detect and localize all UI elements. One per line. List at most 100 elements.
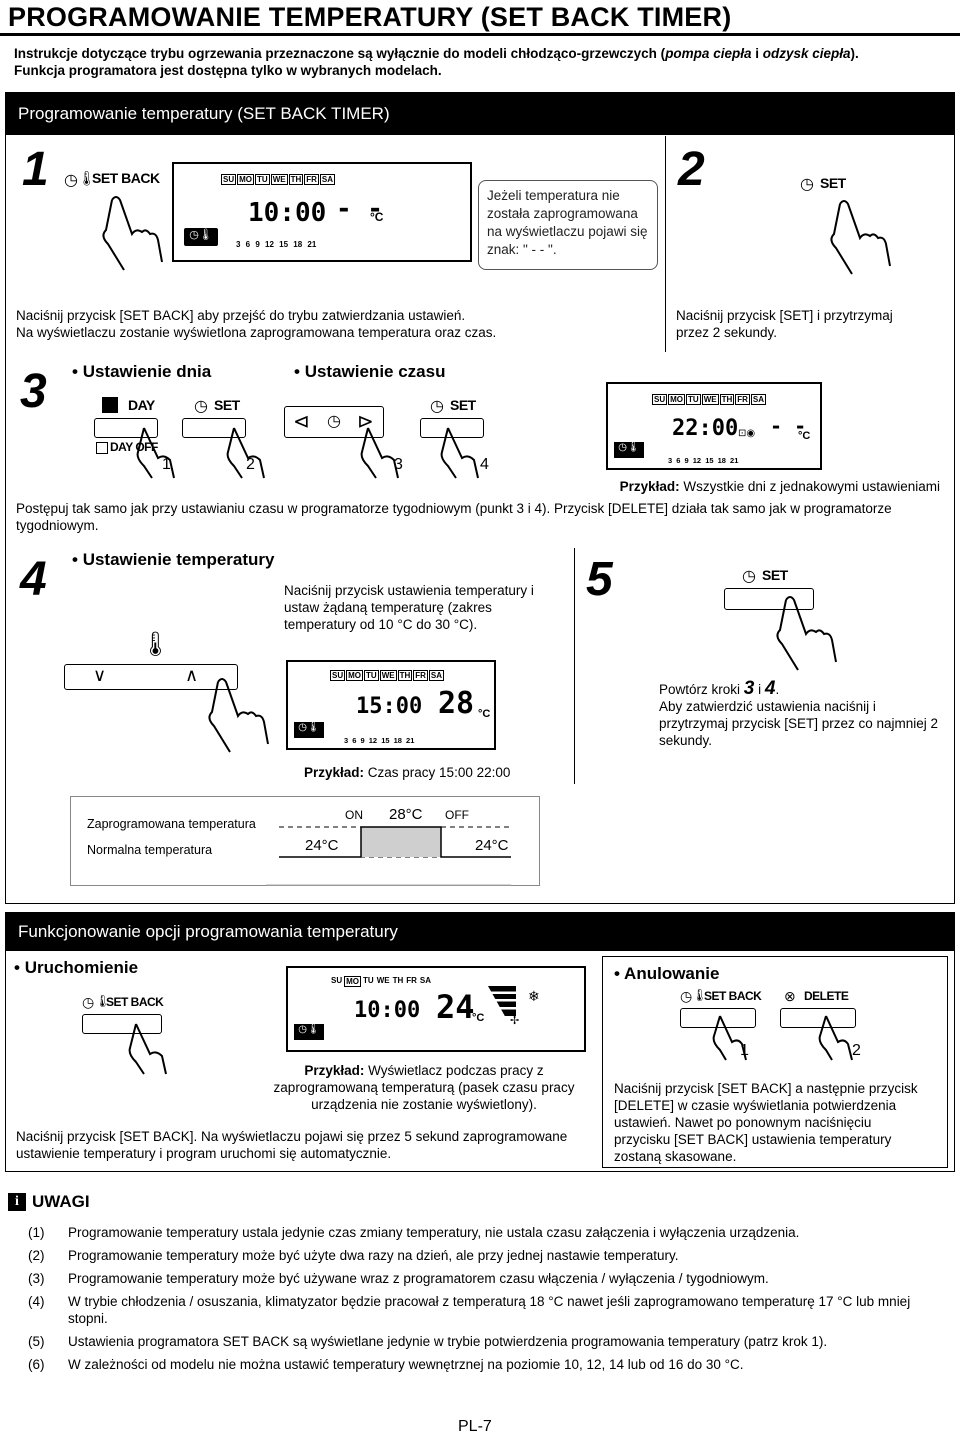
hand-icon <box>830 200 891 275</box>
finger-number-2: 2 <box>246 456 255 473</box>
step-5-text: Powtórz kroki 3 i 4. Aby zatwierdzić ust… <box>659 678 939 748</box>
lcd-scale: 3 6 9 12 15 18 21 <box>344 736 415 745</box>
normal-temp-label: Normalna temperatura <box>87 843 213 857</box>
clock-icon: ◷ <box>82 994 95 1010</box>
hand-icon <box>360 427 399 479</box>
step-5-number: 5 <box>586 553 613 606</box>
fan-icon: ✢ <box>510 1015 520 1027</box>
thermometer-icon: 🌡 <box>78 170 96 186</box>
example-3-caption: Przykład: Wszystkie dni z jednakowymi us… <box>619 479 940 494</box>
thermometer-icon: 🌡 <box>140 631 171 658</box>
setback-button-graphic[interactable]: ◷ 🌡 SET BACK <box>82 994 192 1075</box>
chevron-left-icon: ⊲ <box>293 411 310 433</box>
lcd-unit: °C <box>478 708 491 720</box>
hand-icon <box>136 427 175 479</box>
time-button-graphic[interactable]: ⊲ ◷ ⊳ ◷ SET 3 4 <box>284 394 504 484</box>
clock-icon: ◷ <box>64 172 78 189</box>
time-setting-label: • Ustawienie czasu <box>294 362 446 381</box>
cancel-box <box>602 956 948 1168</box>
day-mo: MO <box>237 174 255 185</box>
finger-number-3: 3 <box>394 456 403 473</box>
lcd-time: 22:00 <box>672 416 739 441</box>
note-item: (3)Programowanie temperatury może być uż… <box>28 1271 769 1286</box>
setback-button-graphic[interactable]: ◷ 🌡 SET BACK <box>64 168 174 271</box>
lcd-unit: °C <box>370 210 384 224</box>
clock-icon: ◷ <box>680 988 693 1004</box>
lcd-temp: 24 <box>436 988 475 1026</box>
finger-number-4: 4 <box>480 456 489 473</box>
lcd-temp: - - <box>770 414 807 438</box>
fan-bars-icon <box>488 986 516 1016</box>
section-header: Funkcjonowanie opcji programowania tempe… <box>6 913 954 951</box>
note-item: (2)Programowanie temperatury może być uż… <box>28 1248 679 1263</box>
lcd-unit: °C <box>798 430 811 442</box>
temp-profile-svg <box>266 826 511 886</box>
temp-down-button[interactable]: ∨ ∧ <box>64 664 238 690</box>
lcd-display-1: SU MO TU WE TH FR SA 10:00 - - °C ◷🌡 3 6… <box>172 162 472 262</box>
cancel-buttons-graphic[interactable]: ◷ 🌡 SET BACK ⊗ DELETE 1 2 <box>680 988 920 1064</box>
day-sa: SA <box>319 174 336 185</box>
hand-icon <box>102 196 163 271</box>
programmed-temp-label: Zaprogramowana temperatura <box>87 817 256 831</box>
low-temp-right: 24°C <box>475 837 509 854</box>
chevron-down-icon: ∨ <box>93 665 107 685</box>
notes-list: (1)Programowanie temperatury ustala jedy… <box>28 1224 948 1379</box>
lcd-display-2: SU MO TU WE TH FR SA 22:00 ⊡◉ - - °C ◷🌡 … <box>606 382 822 470</box>
example-5-caption: Przykład: Wyświetlacz podczas pracy z za… <box>273 1063 575 1112</box>
day-su: SU <box>221 174 237 185</box>
day-th: TH <box>288 174 304 185</box>
clock-icon: ◷ <box>327 413 341 430</box>
clock-icon: ◷ <box>194 398 208 415</box>
snowflake-icon: ❄ <box>528 988 540 1004</box>
clock-icon: ◷ <box>800 176 814 193</box>
start-text: Naciśnij przycisk [SET BACK]. Na wyświet… <box>16 1129 568 1161</box>
day-button-graphic[interactable]: DAY ◷ SET DAY OFF 1 2 <box>94 394 274 484</box>
step-1-text: Naciśnij przycisk [SET BACK] aby przejść… <box>16 308 497 340</box>
high-temp-label: 28°C <box>389 806 423 823</box>
setback-button[interactable] <box>680 1008 756 1028</box>
hand-icon <box>818 1015 853 1061</box>
lcd-display-3: SU MO TU WE TH FR SA 15:00 28 °C ◷🌡 3 6 … <box>286 660 496 750</box>
note-item: (1)Programowanie temperatury ustala jedy… <box>28 1225 800 1240</box>
lcd-scale: 3 6 9 12 15 18 21 <box>236 240 317 249</box>
lcd-scale: 3 6 9 12 15 18 21 <box>668 456 739 465</box>
dayoff-checkbox-icon <box>96 442 108 454</box>
finger-number-1: 1 <box>162 456 171 473</box>
off-label: OFF <box>445 808 469 822</box>
cancel-text: Naciśnij przycisk [SET BACK] a następnie… <box>614 1081 918 1164</box>
set-button[interactable] <box>182 418 246 438</box>
clock-icon: ◷ <box>430 398 444 415</box>
notes-heading: i UWAGI <box>8 1192 90 1212</box>
temp-setting-label: • Ustawienie temperatury <box>72 550 275 569</box>
clock-thermo-icon: ◷🌡 <box>294 1024 324 1040</box>
set-button-graphic[interactable]: ◷ SET <box>724 566 854 671</box>
lcd-time: 15:00 <box>356 694 423 719</box>
step-2-number: 2 <box>678 143 705 196</box>
day-setting-label: • Ustawienie dnia <box>72 362 212 381</box>
info-icon: i <box>8 1193 26 1211</box>
hand-icon <box>776 596 837 671</box>
hand-icon <box>226 427 265 479</box>
day-fr: FR <box>304 174 319 185</box>
thermometer-icon: 🌡 <box>95 994 111 1008</box>
intro-text: Instrukcje dotyczące trybu ogrzewania pr… <box>14 46 859 78</box>
lcd-temp: - - <box>336 194 383 224</box>
setback-button[interactable] <box>82 1014 162 1034</box>
delete-button[interactable] <box>780 1008 856 1028</box>
vertical-divider <box>665 136 666 352</box>
step-3-number: 3 <box>20 365 47 418</box>
delete-icon: ⊗ <box>784 988 796 1004</box>
hand-icon <box>128 1023 167 1075</box>
section-function: Funkcjonowanie opcji programowania tempe… <box>5 912 955 1172</box>
chevron-up-icon: ∧ <box>185 665 199 685</box>
example-4-caption: Przykład: Czas pracy 15:00 22:00 <box>304 765 511 780</box>
callout-box: Jeżeli temperatura nie została zaprogram… <box>478 180 658 270</box>
clock-thermo-icon: ◷🌡 <box>614 442 644 458</box>
step-4-text: Naciśnij przycisk ustawienia temperatury… <box>284 583 534 632</box>
set-button-graphic[interactable]: ◷ SET <box>800 174 891 275</box>
set-button[interactable] <box>724 588 814 610</box>
lcd-time: 10:00 <box>354 998 421 1023</box>
note-item: (5)Ustawienia programatora SET BACK są w… <box>28 1334 828 1349</box>
page-number: PL-7 <box>458 1418 492 1435</box>
on-label: ON <box>345 808 363 822</box>
